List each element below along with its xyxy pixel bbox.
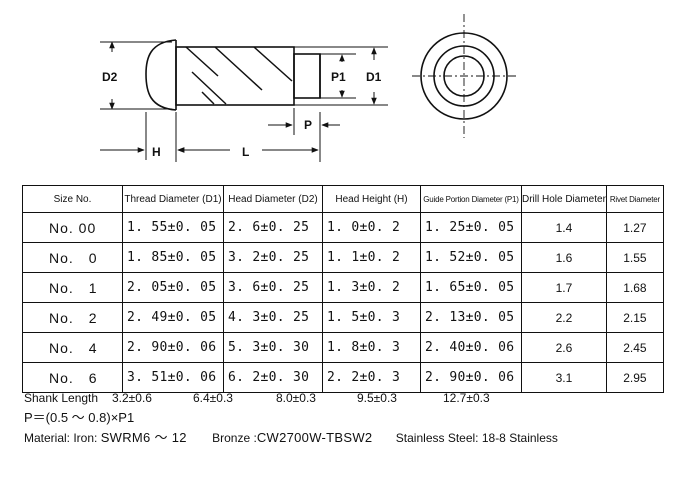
- cell-head-height: 1. 1±0. 2: [322, 242, 421, 273]
- table-row: No. 0 1. 85±0. 05 3. 2±0. 25 1. 1±0. 2 1…: [22, 242, 664, 273]
- label-l: L: [242, 145, 249, 159]
- table-header-row: Size No. Thread Diameter (D1) Head Diame…: [22, 185, 664, 213]
- bronze-label: Bronze :: [212, 431, 257, 445]
- cell-rivet: 2.95: [605, 362, 664, 393]
- cell-rivet: 2.45: [605, 332, 664, 363]
- cell-thread: 2. 49±0. 05: [122, 302, 224, 333]
- table-row: No. 6 3. 51±0. 06 6. 2±0. 30 2. 2±0. 3 2…: [22, 362, 664, 393]
- header-head-diameter: Head Diameter (D2): [223, 185, 323, 213]
- cell-head-diameter: 5. 3±0. 30: [223, 332, 323, 363]
- cell-drill: 1.6: [521, 242, 607, 273]
- cell-guide: 1. 52±0. 05: [420, 242, 522, 273]
- table-row: No. 2 2. 49±0. 05 4. 3±0. 25 1. 5±0. 3 2…: [22, 302, 664, 333]
- header-rivet-diameter: Rivet Diameter: [605, 185, 664, 213]
- thread-body: [175, 46, 295, 106]
- shank-length-label: Shank Length: [24, 391, 99, 405]
- p-formula: P＝(0.5 ～ 0.8)×P1: [24, 410, 135, 425]
- header-size: Size No.: [22, 185, 123, 213]
- cell-guide: 2. 40±0. 06: [420, 332, 522, 363]
- material-label: Material: Iron:: [24, 431, 98, 445]
- cell-size: No. 1: [22, 272, 123, 303]
- cell-thread: 2. 05±0. 05: [122, 272, 224, 303]
- shank-value: 6.4±0.3: [193, 391, 233, 405]
- cell-head-height: 1. 8±0. 3: [322, 332, 421, 363]
- thread-line: [253, 46, 293, 82]
- shank-value: 12.7±0.3: [443, 391, 490, 405]
- header-head-height: Head Height (H): [322, 185, 421, 213]
- header-drill-hole: Drill Hole Diameter: [521, 185, 607, 213]
- rivet-spec-table: Size No. Thread Diameter (D1) Head Diame…: [22, 185, 664, 393]
- cell-head-diameter: 4. 3±0. 25: [223, 302, 323, 333]
- table-row: No. 4 2. 90±0. 06 5. 3±0. 30 1. 8±0. 3 2…: [22, 332, 664, 363]
- cell-guide: 2. 90±0. 06: [420, 362, 522, 393]
- cell-size: No. 00: [22, 212, 123, 243]
- thread-line: [201, 91, 215, 105]
- cell-rivet: 1.68: [605, 272, 664, 303]
- cell-head-height: 1. 0±0. 2: [322, 212, 421, 243]
- guide-portion: [293, 53, 321, 99]
- shank-value: 9.5±0.3: [357, 391, 397, 405]
- rivet-drawing: D2 H L P1 D1 P: [100, 14, 516, 162]
- label-d2: D2: [102, 70, 118, 84]
- header-thread-diameter: Thread Diameter (D1): [122, 185, 224, 213]
- cell-size: No. 4: [22, 332, 123, 363]
- table-row: No. 1 2. 05±0. 05 3. 6±0. 25 1. 3±0. 2 1…: [22, 272, 664, 303]
- label-p: P: [304, 118, 312, 132]
- cell-head-height: 1. 5±0. 3: [322, 302, 421, 333]
- cell-rivet: 2.15: [605, 302, 664, 333]
- cell-drill: 1.7: [521, 272, 607, 303]
- cell-thread: 1. 55±0. 05: [122, 212, 224, 243]
- cell-size: No. 6: [22, 362, 123, 393]
- shank-length-row: Shank Length 3.2±0.6 6.4±0.3 8.0±0.3 9.5±0.3…: [24, 388, 558, 408]
- label-p1: P1: [331, 70, 346, 84]
- cell-head-height: 2. 2±0. 3: [322, 362, 421, 393]
- cell-rivet: 1.27: [605, 212, 664, 243]
- cell-thread: 1. 85±0. 05: [122, 242, 224, 273]
- cell-head-height: 1. 3±0. 2: [322, 272, 421, 303]
- cell-thread: 3. 51±0. 06: [122, 362, 224, 393]
- rivet-head: [145, 39, 177, 111]
- label-h: H: [152, 145, 161, 159]
- bronze-material: CW2700W-TBSW2: [256, 430, 373, 445]
- cell-guide: 1. 25±0. 05: [420, 212, 522, 243]
- cell-head-diameter: 3. 2±0. 25: [223, 242, 323, 273]
- thread-line: [191, 71, 227, 105]
- cell-thread: 2. 90±0. 06: [122, 332, 224, 363]
- iron-material: SWRM6 ～ 12: [100, 430, 187, 445]
- cell-size: No. 0: [22, 242, 123, 273]
- cell-drill: 1.4: [521, 212, 607, 243]
- thread-line: [214, 46, 263, 91]
- cell-guide: 1. 65±0. 05: [420, 272, 522, 303]
- table-row: No. 00 1. 55±0. 05 2. 6±0. 25 1. 0±0. 2 …: [22, 212, 664, 243]
- notes-block: Shank Length 3.2±0.6 6.4±0.3 8.0±0.3 9.5±0.3…: [24, 388, 558, 448]
- stainless-material: Stainless Steel: 18-8 Stainless: [395, 431, 558, 445]
- cell-head-diameter: 2. 6±0. 25: [223, 212, 323, 243]
- cell-rivet: 1.55: [605, 242, 664, 273]
- material-row: Material: Iron: SWRM6 ～ 12 Bronze :CW270…: [24, 428, 558, 448]
- thread-line: [185, 46, 219, 77]
- cell-drill: 2.6: [521, 332, 607, 363]
- cell-guide: 2. 13±0. 05: [420, 302, 522, 333]
- header-guide-diameter: Guide Portion Diameter (P1): [420, 185, 522, 213]
- shank-value: 8.0±0.3: [276, 391, 316, 405]
- cell-size: No. 2: [22, 302, 123, 333]
- shank-value: 3.2±0.6: [112, 391, 152, 405]
- cell-head-diameter: 6. 2±0. 30: [223, 362, 323, 393]
- label-d1: D1: [366, 70, 382, 84]
- cell-drill: 2.2: [521, 302, 607, 333]
- cell-head-diameter: 3. 6±0. 25: [223, 272, 323, 303]
